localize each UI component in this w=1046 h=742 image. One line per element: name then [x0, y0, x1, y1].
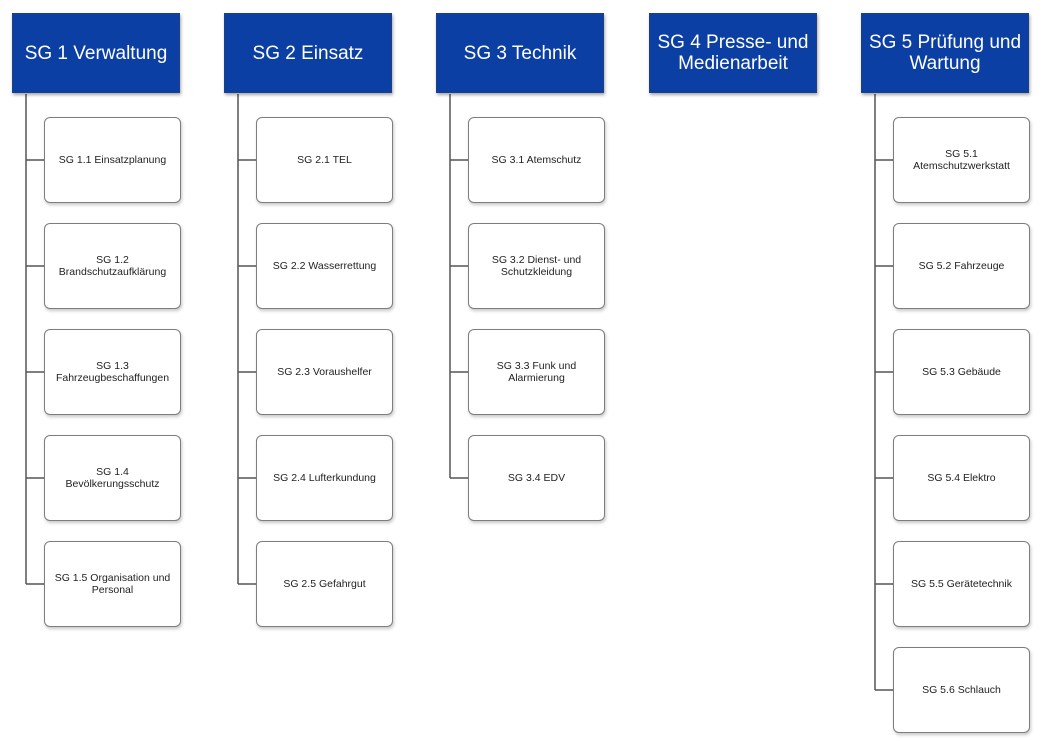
subgroup-label: SG 5.3 Gebäude: [922, 366, 1001, 378]
subgroup-box[interactable]: SG 5.2 Fahrzeuge: [893, 223, 1030, 309]
group-header[interactable]: SG 5 Prüfung und Wartung: [861, 13, 1029, 93]
subgroup-box[interactable]: SG 1.4 Bevölkerungsschutz: [44, 435, 181, 521]
subgroup-box[interactable]: SG 2.5 Gefahrgut: [256, 541, 393, 627]
group-header-label: SG 3 Technik: [463, 42, 577, 64]
group-column-2: SG 2 Einsatz SG 2.1 TEL SG 2.2 Wasserrettu…: [224, 0, 404, 742]
group-header[interactable]: SG 4 Presse- und Medienarbeit: [649, 13, 817, 93]
subgroup-label: SG 5.2 Fahrzeuge: [918, 260, 1005, 272]
subgroup-box[interactable]: SG 3.3 Funk und Alarmierung: [468, 329, 605, 415]
subgroup-label: SG 3.3 Funk und Alarmierung: [496, 360, 577, 384]
group-header[interactable]: SG 2 Einsatz: [224, 13, 392, 93]
subgroup-box[interactable]: SG 5.1 Atemschutzwerkstatt: [893, 117, 1030, 203]
subgroup-label: SG 5.4 Elektro: [927, 472, 996, 484]
group-header[interactable]: SG 3 Technik: [436, 13, 604, 93]
subgroup-box[interactable]: SG 5.6 Schlauch: [893, 647, 1030, 733]
subgroup-box[interactable]: SG 3.1 Atemschutz: [468, 117, 605, 203]
subgroup-label: SG 1.2 Brandschutzaufklärung: [58, 254, 167, 278]
subgroup-label: SG 3.1 Atemschutz: [491, 154, 582, 166]
group-column-1: SG 1 Verwaltung SG 1.1 Einsatzplanung SG 1…: [12, 0, 192, 742]
subgroup-label: SG 2.5 Gefahrgut: [283, 578, 366, 590]
subgroup-label: SG 2.3 Voraushelfer: [277, 366, 372, 378]
group-column-5: SG 5 Prüfung und Wartung SG 5.1 Atemschut…: [861, 0, 1041, 742]
group-header-label: SG 4 Presse- und Medienarbeit: [657, 32, 809, 74]
subgroup-box[interactable]: SG 5.3 Gebäude: [893, 329, 1030, 415]
subgroup-label: SG 2.1 TEL: [297, 154, 352, 166]
group-header-label: SG 2 Einsatz: [252, 42, 364, 64]
subgroup-box[interactable]: SG 1.3 Fahrzeugbeschaffungen: [44, 329, 181, 415]
subgroup-label: SG 2.2 Wasserrettung: [272, 260, 377, 272]
subgroup-box[interactable]: SG 2.3 Voraushelfer: [256, 329, 393, 415]
subgroup-box[interactable]: SG 2.2 Wasserrettung: [256, 223, 393, 309]
subgroup-label: SG 5.6 Schlauch: [922, 684, 1001, 696]
subgroup-label: SG 2.4 Lufterkundung: [273, 472, 376, 484]
subgroup-label: SG 5.5 Gerätetechnik: [911, 578, 1012, 590]
group-header[interactable]: SG 1 Verwaltung: [12, 13, 180, 93]
subgroup-label: SG 3.4 EDV: [507, 472, 566, 484]
subgroup-box[interactable]: SG 3.2 Dienst- und Schutzkleidung: [468, 223, 605, 309]
group-column-4: SG 4 Presse- und Medienarbeit: [649, 0, 829, 742]
subgroup-label: SG 3.2 Dienst- und Schutzkleidung: [491, 254, 582, 278]
subgroup-label: SG 1.3 Fahrzeugbeschaffungen: [55, 360, 170, 384]
subgroup-box[interactable]: SG 1.1 Einsatzplanung: [44, 117, 181, 203]
subgroup-box[interactable]: SG 1.2 Brandschutzaufklärung: [44, 223, 181, 309]
subgroup-box[interactable]: SG 1.5 Organisation und Personal: [44, 541, 181, 627]
subgroup-box[interactable]: SG 3.4 EDV: [468, 435, 605, 521]
subgroup-box[interactable]: SG 5.4 Elektro: [893, 435, 1030, 521]
group-header-label: SG 1 Verwaltung: [24, 42, 168, 64]
subgroup-label: SG 5.1 Atemschutzwerkstatt: [913, 148, 1010, 172]
subgroup-box[interactable]: SG 2.1 TEL: [256, 117, 393, 203]
subgroup-label: SG 1.4 Bevölkerungsschutz: [65, 466, 160, 490]
subgroup-box[interactable]: SG 2.4 Lufterkundung: [256, 435, 393, 521]
subgroup-label: SG 1.1 Einsatzplanung: [58, 154, 167, 166]
group-column-3: SG 3 Technik SG 3.1 Atemschutz SG 3.2 Dien…: [436, 0, 616, 742]
subgroup-label: SG 1.5 Organisation und Personal: [54, 572, 171, 596]
group-header-label: SG 5 Prüfung und Wartung: [868, 32, 1022, 74]
subgroup-box[interactable]: SG 5.5 Gerätetechnik: [893, 541, 1030, 627]
